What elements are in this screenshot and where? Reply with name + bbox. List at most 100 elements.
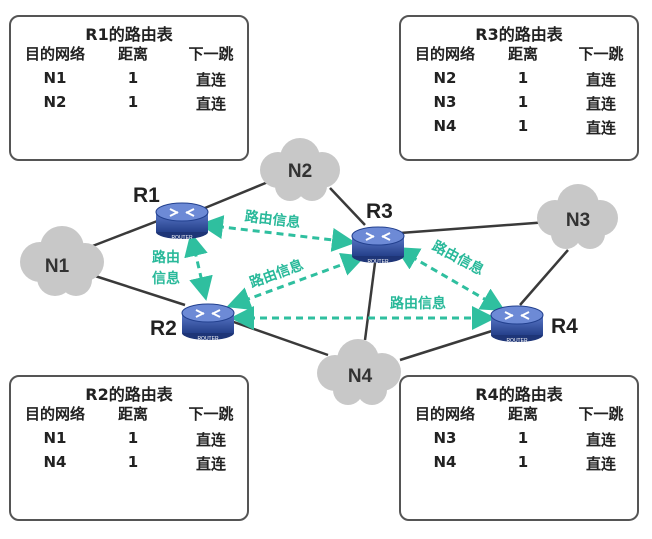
table-header: 目的网络 距离 下一跳 — [11, 43, 247, 67]
cell-nexthop: 直连 — [585, 95, 616, 113]
header-nexthop: 下一跳 — [188, 45, 234, 63]
table-header: 目的网络 距离 下一跳 — [11, 403, 247, 427]
router-badge: ROUTER — [506, 338, 528, 344]
cell-nexthop: 直连 — [585, 71, 616, 89]
routing-info-label-r2-r4: 路由信息 — [390, 295, 446, 312]
routing-info-label-r3-r4: 路由信息 — [429, 237, 486, 278]
router-badge: ROUTER — [197, 336, 219, 342]
cell-distance: 1 — [127, 69, 139, 87]
cell-dest: N4 — [433, 453, 457, 471]
link-n2-r3 — [329, 187, 366, 226]
header-distance: 距离 — [117, 45, 148, 63]
router-r3: ROUTER — [351, 226, 405, 265]
header-distance: 距离 — [507, 405, 538, 423]
network-label-n2: N2 — [288, 161, 312, 182]
link-n1-r1 — [89, 218, 161, 249]
header-nexthop: 下一跳 — [578, 405, 624, 423]
table-title: R1的路由表 — [85, 25, 173, 44]
routing-arrow-r2-r3 — [226, 252, 366, 311]
cell-distance: 1 — [127, 429, 139, 447]
link-r3-n3 — [399, 220, 549, 235]
routing-arrow-r3-r4 — [394, 246, 506, 312]
routing-table-r3: R3的路由表 目的网络 距离 下一跳 N2 1 直连 N3 1 直连 N4 1 … — [399, 15, 639, 161]
cell-nexthop: 直连 — [585, 431, 616, 449]
table-row: N3 1 直连 — [401, 429, 637, 453]
header-distance: 距离 — [507, 45, 538, 63]
table-title: R4的路由表 — [475, 385, 563, 404]
cell-dest: N2 — [43, 93, 67, 111]
table-title: R3的路由表 — [475, 25, 563, 44]
cell-dest: N3 — [433, 429, 457, 447]
table-row: N4 1 直连 — [11, 453, 247, 477]
cell-distance: 1 — [517, 117, 529, 135]
table-header: 目的网络 距离 下一跳 — [401, 43, 637, 67]
cell-nexthop: 直连 — [585, 119, 616, 137]
routing-info-label-r1-r2-line1: 路由 — [152, 249, 180, 266]
cloud-n4 — [317, 339, 401, 405]
network-label-n4: N4 — [348, 366, 373, 387]
cell-nexthop: 直连 — [585, 455, 616, 473]
routing-arrow-r1-r2 — [184, 232, 213, 301]
router-r4: ROUTER — [490, 305, 544, 344]
table-row: N4 1 直连 — [401, 117, 637, 141]
link-r2-n4 — [227, 318, 329, 357]
router-r2: ROUTER — [181, 303, 235, 342]
routing-table-r2: R2的路由表 目的网络 距离 下一跳 N1 1 直连 N4 1 直连 — [9, 375, 249, 521]
cell-distance: 1 — [127, 453, 139, 471]
cell-nexthop: 直连 — [195, 95, 226, 113]
router-r1: ROUTER — [155, 202, 209, 241]
table-title: R2的路由表 — [85, 385, 173, 404]
cell-dest: N4 — [43, 453, 67, 471]
router-label-r4: R4 — [551, 315, 578, 338]
router-label-r1: R1 — [133, 184, 160, 207]
link-r1-n2 — [199, 180, 269, 212]
routing-table-r1: R1的路由表 目的网络 距离 下一跳 N1 1 直连 N2 1 直连 — [9, 15, 249, 161]
table-row: N4 1 直连 — [401, 453, 637, 477]
header-distance: 距离 — [117, 405, 148, 423]
table-row: N3 1 直连 — [401, 93, 637, 117]
header-dest: 目的网络 — [414, 45, 475, 63]
router-label-r3: R3 — [366, 200, 393, 223]
link-n3-r4 — [519, 249, 569, 306]
cell-nexthop: 直连 — [195, 71, 226, 89]
table-header: 目的网络 距离 下一跳 — [401, 403, 637, 427]
table-row: N1 1 直连 — [11, 429, 247, 453]
cell-distance: 1 — [127, 93, 139, 111]
table-row: N2 1 直连 — [401, 69, 637, 93]
link-n4-r4 — [399, 328, 496, 362]
router-badge: ROUTER — [171, 235, 193, 241]
link-r3-n4 — [363, 254, 378, 341]
header-nexthop: 下一跳 — [188, 405, 234, 423]
routing-info-label-r1-r2-line2: 信息 — [152, 270, 180, 287]
cell-dest: N1 — [43, 69, 67, 87]
router-label-r2: R2 — [150, 317, 177, 340]
header-nexthop: 下一跳 — [578, 45, 624, 63]
header-dest: 目的网络 — [414, 405, 475, 423]
table-row: N2 1 直连 — [11, 93, 247, 117]
cell-nexthop: 直连 — [195, 431, 226, 449]
routing-info-label-r1-r3: 路由信息 — [244, 208, 302, 232]
cell-dest: N2 — [433, 69, 457, 87]
cloud-n3 — [537, 184, 618, 249]
router-badge: ROUTER — [367, 259, 389, 265]
network-label-n3: N3 — [566, 210, 590, 231]
header-dest: 目的网络 — [24, 45, 85, 63]
routing-arrow-r1-r3 — [199, 215, 356, 252]
routing-table-r4: R4的路由表 目的网络 距离 下一跳 N3 1 直连 N4 1 直连 — [399, 375, 639, 521]
cell-dest: N4 — [433, 117, 457, 135]
cell-distance: 1 — [517, 69, 529, 87]
table-row: N1 1 直连 — [11, 69, 247, 93]
cell-nexthop: 直连 — [195, 455, 226, 473]
header-dest: 目的网络 — [24, 405, 85, 423]
cell-distance: 1 — [517, 453, 529, 471]
routing-info-label-r2-r3: 路由信息 — [247, 256, 305, 291]
cloud-n2 — [260, 138, 340, 201]
cell-dest: N3 — [433, 93, 457, 111]
cell-distance: 1 — [517, 429, 529, 447]
cell-dest: N1 — [43, 429, 67, 447]
network-label-n1: N1 — [45, 256, 70, 277]
cloud-n1 — [20, 226, 104, 296]
cell-distance: 1 — [517, 93, 529, 111]
link-n1-r2 — [91, 273, 186, 307]
